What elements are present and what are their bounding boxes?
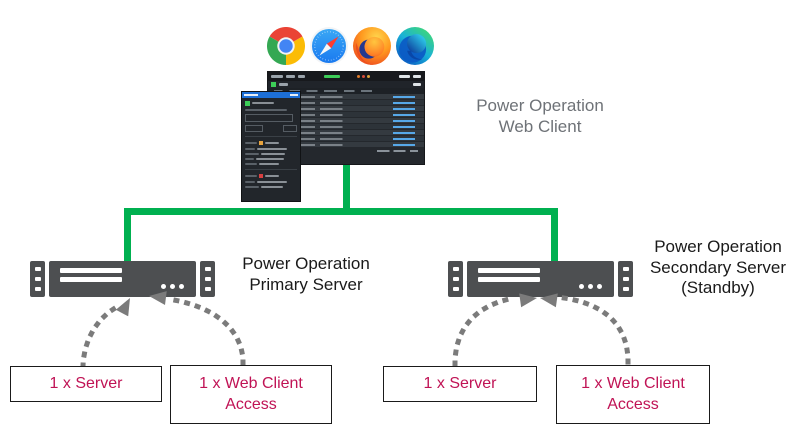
safari-icon <box>310 27 348 65</box>
mini-panel-divider <box>245 135 297 137</box>
arrow-arc-secondary-webclient-license <box>561 295 631 365</box>
rack-bracket <box>30 261 45 297</box>
mini-panel-row <box>242 162 300 165</box>
license-box-secondary-webclient: 1 x Web Client Access <box>556 365 710 424</box>
mini-menu-chip <box>298 75 305 78</box>
mini-menu-chip <box>286 75 295 78</box>
mini-app-topbar <box>268 72 424 81</box>
mini-status-dots <box>357 75 370 78</box>
arrowhead <box>115 298 130 317</box>
mini-panel-row <box>242 101 300 106</box>
arrow-arc-primary-server-license <box>80 303 121 369</box>
license-box-primary-webclient: 1 x Web Client Access <box>170 365 332 424</box>
primary-server-label: Power Operation Primary Server <box>242 254 370 294</box>
chrome-icon <box>267 27 305 65</box>
connector-line-webclient <box>343 164 350 211</box>
mini-panel-row <box>242 157 300 160</box>
mini-section-icon <box>271 82 276 87</box>
arrow-arc-primary-webclient-license <box>165 296 246 366</box>
mini-brand-logo <box>324 74 340 79</box>
mini-stats-chip <box>399 75 410 78</box>
web-client-detail-panel <box>242 92 300 201</box>
mini-menu-chip <box>271 75 283 78</box>
browser-icons-row <box>267 27 434 65</box>
connector-line-secondary <box>551 208 558 262</box>
connector-line-primary <box>124 208 131 262</box>
mini-section-chip <box>278 83 288 86</box>
license-box-primary-server: 1 x Server <box>10 366 162 402</box>
mini-panel-divider <box>245 168 297 170</box>
mini-table-row <box>268 112 424 117</box>
mini-table-row <box>268 142 424 147</box>
secondary-server-label: Power Operation Secondary Server (Standb… <box>649 237 787 298</box>
mini-panel-titlebar <box>242 92 300 98</box>
mini-panel-row <box>242 140 300 145</box>
mini-panel-logo <box>245 101 250 106</box>
rack-bracket <box>618 261 633 297</box>
rack-body <box>467 261 614 297</box>
mini-table-row <box>268 124 424 129</box>
mini-stats-chip <box>413 75 421 78</box>
mini-panel-chip <box>251 102 274 105</box>
connector-line-horizontal <box>124 208 558 215</box>
primary-server-icon <box>30 261 215 297</box>
mini-panel-row <box>242 147 300 150</box>
secondary-server-icon <box>448 261 633 297</box>
mini-table-row <box>268 118 424 123</box>
license-box-secondary-server: 1 x Server <box>383 366 537 402</box>
arrow-arc-secondary-server-license <box>452 295 517 367</box>
mini-app-subbar <box>268 81 424 88</box>
mini-toolbar-chip <box>413 83 421 86</box>
mini-table-header <box>268 88 424 94</box>
mini-panel-row <box>242 173 300 178</box>
mini-table-row <box>268 136 424 141</box>
mini-table-row <box>268 94 424 99</box>
mini-panel-row <box>242 152 300 155</box>
mini-table-row <box>268 130 424 135</box>
rack-bracket <box>448 261 463 297</box>
rack-bracket <box>200 261 215 297</box>
mini-table <box>268 94 424 147</box>
mini-panel-row <box>242 113 300 122</box>
rack-body <box>49 261 196 297</box>
mini-pagination <box>268 148 424 153</box>
mini-table-row <box>268 100 424 105</box>
web-client-label: Power Operation Web Client <box>476 96 604 136</box>
firefox-icon <box>353 27 391 65</box>
mini-panel-row <box>242 124 300 132</box>
edge-icon <box>396 27 434 65</box>
mini-panel-row <box>242 185 300 188</box>
mini-panel-row <box>242 180 300 183</box>
mini-table-row <box>268 106 424 111</box>
mini-panel-row <box>242 108 300 111</box>
